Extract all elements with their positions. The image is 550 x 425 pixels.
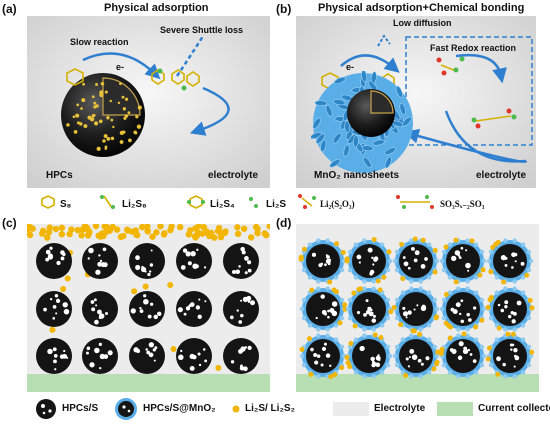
electron-label-b: e-	[346, 62, 355, 72]
legend-li2s-li2s2: Li₂S/ Li₂S₂	[245, 403, 295, 414]
legend-hpcs-s: HPCs/S	[62, 403, 99, 414]
legend-polythionate: SO₃Sₓ₋₂SO₃	[440, 199, 485, 209]
li2s-icon	[249, 197, 253, 201]
li2s-dot-icon	[232, 405, 240, 413]
hpcs-label: HPCs	[46, 170, 73, 181]
li2s8-icon	[103, 195, 113, 209]
electrolyte-swatch	[333, 402, 369, 416]
legend-s8: S₈	[60, 199, 72, 210]
legend-thiosulfate: Li₂(S₂O₃)	[320, 199, 355, 209]
panel-a-arrows	[66, 35, 230, 136]
electron-label: e-	[116, 62, 125, 72]
electrolyte-label-a: electrolyte	[208, 170, 259, 181]
hpcs-s-icon	[36, 399, 56, 419]
shuttle-loss-label: Severe Shuttle loss	[160, 25, 244, 35]
panel-c-diagram	[27, 224, 270, 392]
panel-d-diagram	[296, 224, 539, 392]
legend-li2s8: Li₂S₈	[122, 199, 147, 210]
panel-d-tag: (d)	[276, 216, 292, 230]
mno2-nanosheets-label: MnO₂ nanosheets	[314, 170, 400, 181]
li2s4-icon	[189, 195, 203, 209]
legend-hpcs-s-mno2: HPCs/S@MnO₂	[143, 403, 216, 414]
s8-icon	[41, 195, 55, 209]
low-diffusion-label: Low diffusion	[393, 18, 452, 28]
mno2-sphere	[311, 71, 413, 173]
collector-swatch	[437, 402, 473, 416]
panel-c-tag: (c)	[2, 216, 17, 230]
species-icons	[41, 194, 434, 209]
fast-redox-label: Fast Redox reaction	[430, 43, 517, 53]
legend-li2s: Li₂S	[266, 199, 286, 210]
thiosulfate-icon	[301, 197, 313, 207]
slow-reaction-label: Slow reaction	[70, 37, 129, 47]
legend-li2s4: Li₂S₄	[210, 199, 235, 210]
hpcs-s-mno2-icon	[115, 398, 137, 420]
panel-a-title: Physical adsorption	[104, 2, 209, 14]
legend-current-collector: Current collector	[478, 403, 550, 414]
panel-b-title: Physical adsorption+Chemical bonding	[318, 2, 525, 14]
legend-electrolyte: Electrolyte	[374, 403, 426, 414]
panel-b-tag: (b)	[276, 2, 292, 16]
hpcs-sphere	[61, 73, 145, 157]
electrolyte-label-b: electrolyte	[476, 170, 527, 181]
bottom-legend-icons	[36, 398, 473, 420]
panel-a-tag: (a)	[2, 2, 17, 16]
